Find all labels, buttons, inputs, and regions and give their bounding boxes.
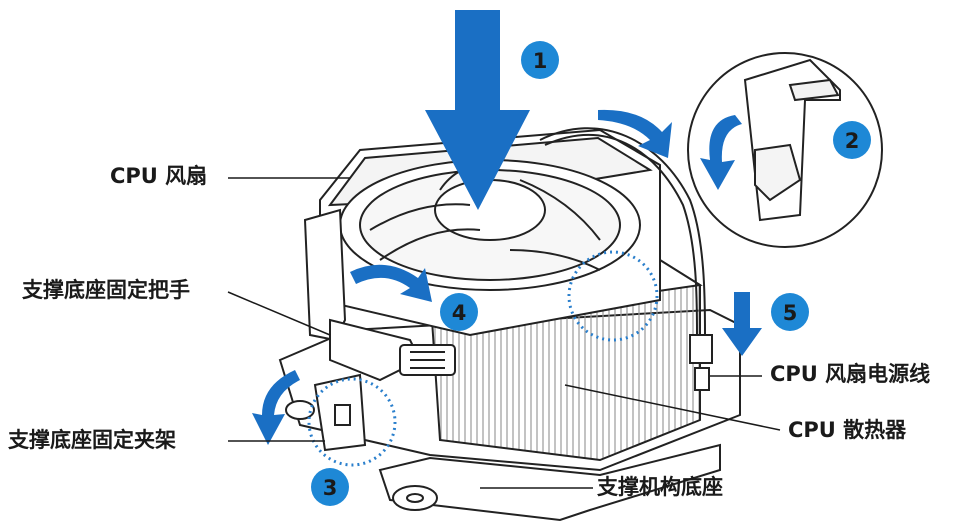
step-marker-2: 2 xyxy=(833,121,871,159)
step-marker-3: 3 xyxy=(311,468,349,506)
highlight-circles xyxy=(307,250,659,467)
svg-text:2: 2 xyxy=(845,129,860,153)
cpu-fan-label: CPU 风扇 xyxy=(110,164,208,188)
step-marker-4: 4 xyxy=(440,293,478,331)
retention-lever-drawing xyxy=(303,208,456,382)
svg-text:3: 3 xyxy=(323,476,338,500)
leader-lines xyxy=(227,177,781,489)
press-arrows xyxy=(425,10,762,356)
clip-detail-inset xyxy=(687,52,883,248)
rotation-arrows xyxy=(252,109,742,445)
svg-text:1: 1 xyxy=(533,49,548,73)
svg-text:5: 5 xyxy=(783,301,798,325)
heatsink-label: CPU 散热器 xyxy=(788,418,907,442)
fan-cable-drawing xyxy=(539,127,713,391)
step-marker-5: 5 xyxy=(771,293,809,331)
fan-power-cable-label: CPU 风扇电源线 xyxy=(770,362,931,386)
step-markers: 1 2 3 4 5 xyxy=(311,41,871,506)
retention-bracket-label: 支撑底座固定夹架 xyxy=(8,428,176,452)
retention-base-label: 支撑机构底座 xyxy=(597,475,723,499)
svg-text:4: 4 xyxy=(452,301,467,325)
retention-lever-label: 支撑底座固定把手 xyxy=(22,278,190,302)
retention-bracket-drawing xyxy=(313,373,367,452)
cpu-fan-drawing xyxy=(319,128,661,337)
step-marker-1: 1 xyxy=(521,41,559,79)
